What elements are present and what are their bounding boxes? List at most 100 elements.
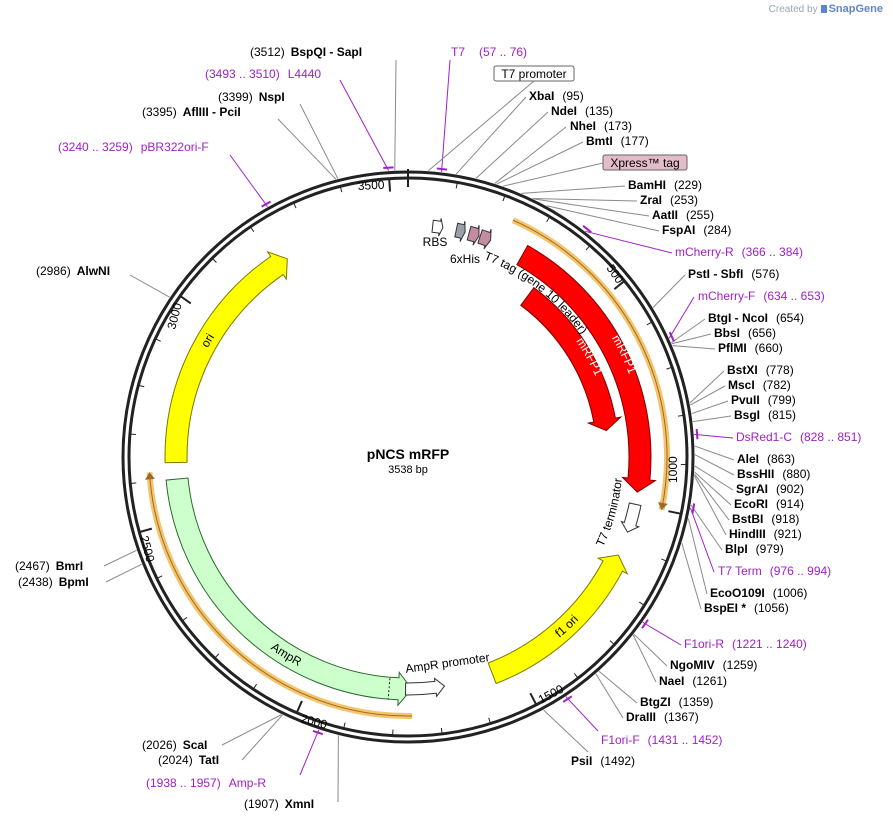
f1-ori-arrow	[487, 554, 629, 685]
primer-leader-line	[229, 154, 268, 208]
ori-arrow	[164, 250, 288, 464]
site-leader-line	[694, 473, 730, 521]
minor-tick	[181, 616, 188, 622]
site-leader-line	[543, 709, 589, 753]
site-ndei: NdeI(135)	[551, 104, 613, 118]
site-ecoo109i: EcoO109I(1006)	[710, 586, 807, 600]
site-bsgi: BsgI(815)	[734, 408, 796, 422]
minor-tick	[339, 186, 343, 193]
site-leader-line	[671, 318, 706, 344]
primer-t7-term: T7 Term(976 .. 994)	[718, 564, 831, 578]
site-leader-line	[694, 445, 735, 461]
site-leader-line	[652, 274, 686, 308]
his-tag-label: 6xHis	[450, 252, 480, 266]
t7-promoter-label: T7 promoter	[501, 67, 566, 81]
primer-leader-line	[668, 296, 695, 339]
site-afliii-pcii: (3395)AflIII - PciI	[142, 105, 241, 119]
site-leader-line	[546, 205, 660, 232]
site-nhei: NheI(173)	[570, 119, 632, 133]
site-psti-sbfi: PstI - SbfI(576)	[688, 267, 779, 281]
site-aatii: AatII(255)	[652, 208, 714, 222]
site-btgi-ncoi: BtgI - NcoI(654)	[708, 311, 804, 325]
minor-tick	[638, 601, 645, 606]
minor-tick	[440, 727, 443, 734]
site-nspi: (3399)NspI	[218, 90, 285, 104]
site-leader-line	[241, 714, 283, 761]
site-leader-line	[103, 549, 137, 567]
site-leader-line	[671, 333, 712, 345]
minor-tick	[546, 216, 551, 223]
ampr-promoter-arrow	[404, 677, 446, 698]
primer-leader-line	[441, 59, 451, 173]
site-draiii: DraIII(1367)	[626, 710, 699, 724]
site-ecori: EcoRI(914)	[734, 497, 804, 511]
primer-mark	[383, 166, 394, 170]
site-scai: (2026)ScaI	[142, 738, 207, 752]
site-leader-line	[394, 59, 397, 171]
minor-tick	[130, 482, 137, 484]
rbs-label: RBS	[423, 235, 448, 249]
site-psii: PsiI(1492)	[571, 754, 635, 768]
site-bstbi: BstBI(918)	[732, 512, 799, 526]
minor-tick	[646, 321, 653, 326]
created-by-text: Created by	[768, 4, 818, 15]
his-tag-block	[454, 221, 466, 242]
site-xbai: XbaI(95)	[529, 89, 584, 103]
primer-l4440: (3493 .. 3510)L4440	[205, 67, 321, 81]
site-zrai: ZraI(253)	[640, 193, 698, 207]
tick-label-3000: 3000	[164, 301, 185, 331]
site-leader-line	[494, 126, 567, 184]
rbs-arrow	[431, 218, 444, 237]
minor-tick	[293, 202, 297, 209]
site-leader-line	[299, 103, 339, 179]
xpress-tag-label: Xpress™ tag	[610, 156, 679, 170]
major-tick	[529, 692, 538, 706]
tick-label-2500: 2500	[137, 534, 158, 564]
plasmid-name: pNCS mRFP	[367, 446, 449, 462]
tick-label-1000: 1000	[666, 456, 680, 483]
site-leader-line	[533, 198, 650, 217]
minor-tick	[211, 257, 217, 263]
primer-mcherry-f: mCherry-F(634 .. 653)	[698, 289, 825, 303]
primer-leader-line	[565, 696, 599, 732]
site-leader-line	[632, 634, 657, 683]
site-pflmi: PflMI(660)	[718, 341, 783, 355]
primer-mark	[261, 200, 272, 208]
primer-leader-line	[694, 433, 734, 439]
minor-tick	[249, 226, 255, 233]
site-leader-line	[681, 542, 702, 610]
minor-tick	[502, 195, 506, 202]
primer-pbr322ori-f: (3240 .. 3259)pBR322ori-F	[58, 140, 209, 154]
primer-leader-line	[642, 621, 682, 646]
site-bmri: (2467)BmrI	[15, 559, 83, 573]
minor-tick	[585, 245, 591, 251]
site-bpmi: (2438)BpmI	[18, 575, 89, 589]
site-leader-line	[598, 670, 638, 704]
plasmid-size: 3538 bp	[388, 464, 428, 476]
minor-tick	[573, 673, 579, 679]
primer-t7: T7(57 .. 76)	[451, 45, 527, 59]
site-leader-line	[455, 96, 527, 175]
primer-leader-line	[689, 507, 715, 573]
xpress-tag-block	[477, 229, 492, 250]
site-leader-line	[277, 118, 337, 180]
site-hindiii: HindIII(921)	[729, 527, 802, 541]
site-xmni: (1907)XmnI	[244, 797, 314, 811]
minor-tick	[252, 683, 258, 690]
major-tick	[668, 510, 682, 515]
site-leader-line	[521, 185, 626, 194]
site-leader-line	[691, 400, 729, 415]
primer-mark	[582, 225, 592, 233]
site-fspai: FspAI(284)	[662, 223, 731, 237]
site-leader-line	[105, 563, 142, 583]
site-bbsi: BbsI(656)	[714, 326, 776, 340]
site-bspqi-sapi: (3512)BspQI - SapI	[250, 45, 362, 59]
minor-tick	[677, 414, 684, 417]
ori-label: ori	[198, 331, 217, 350]
ampr-arrow	[165, 477, 413, 707]
site-leader-line	[689, 370, 725, 404]
t7-tag-block	[466, 225, 480, 246]
t7-terminator-label: T7 terminator	[593, 477, 625, 548]
site-leader-line	[694, 471, 732, 506]
minor-tick	[666, 366, 673, 370]
